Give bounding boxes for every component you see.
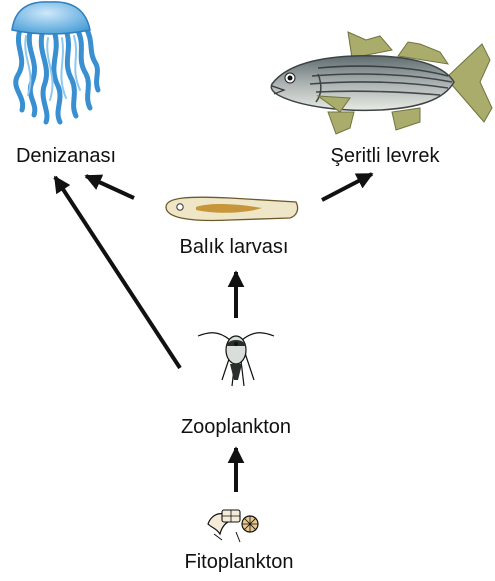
fish-larva-icon — [166, 197, 298, 220]
phytoplankton-icon — [208, 510, 258, 542]
arrow-zooplankton-to-jellyfish — [55, 177, 180, 368]
arrow-larva-to-bass — [322, 174, 372, 200]
striped-bass-label: Şeritli levrek — [331, 145, 441, 167]
arrow-larva-to-jellyfish — [86, 176, 134, 198]
copepod-icon — [198, 333, 274, 386]
phytoplankton-label: Fitoplankton — [185, 551, 294, 573]
zooplankton-label: Zooplankton — [181, 416, 291, 438]
striped-bass-icon — [271, 32, 492, 134]
jellyfish-label: Denizanası — [16, 145, 116, 167]
fish-larva-label: Balık larvası — [180, 236, 289, 258]
jellyfish-icon — [12, 2, 98, 122]
